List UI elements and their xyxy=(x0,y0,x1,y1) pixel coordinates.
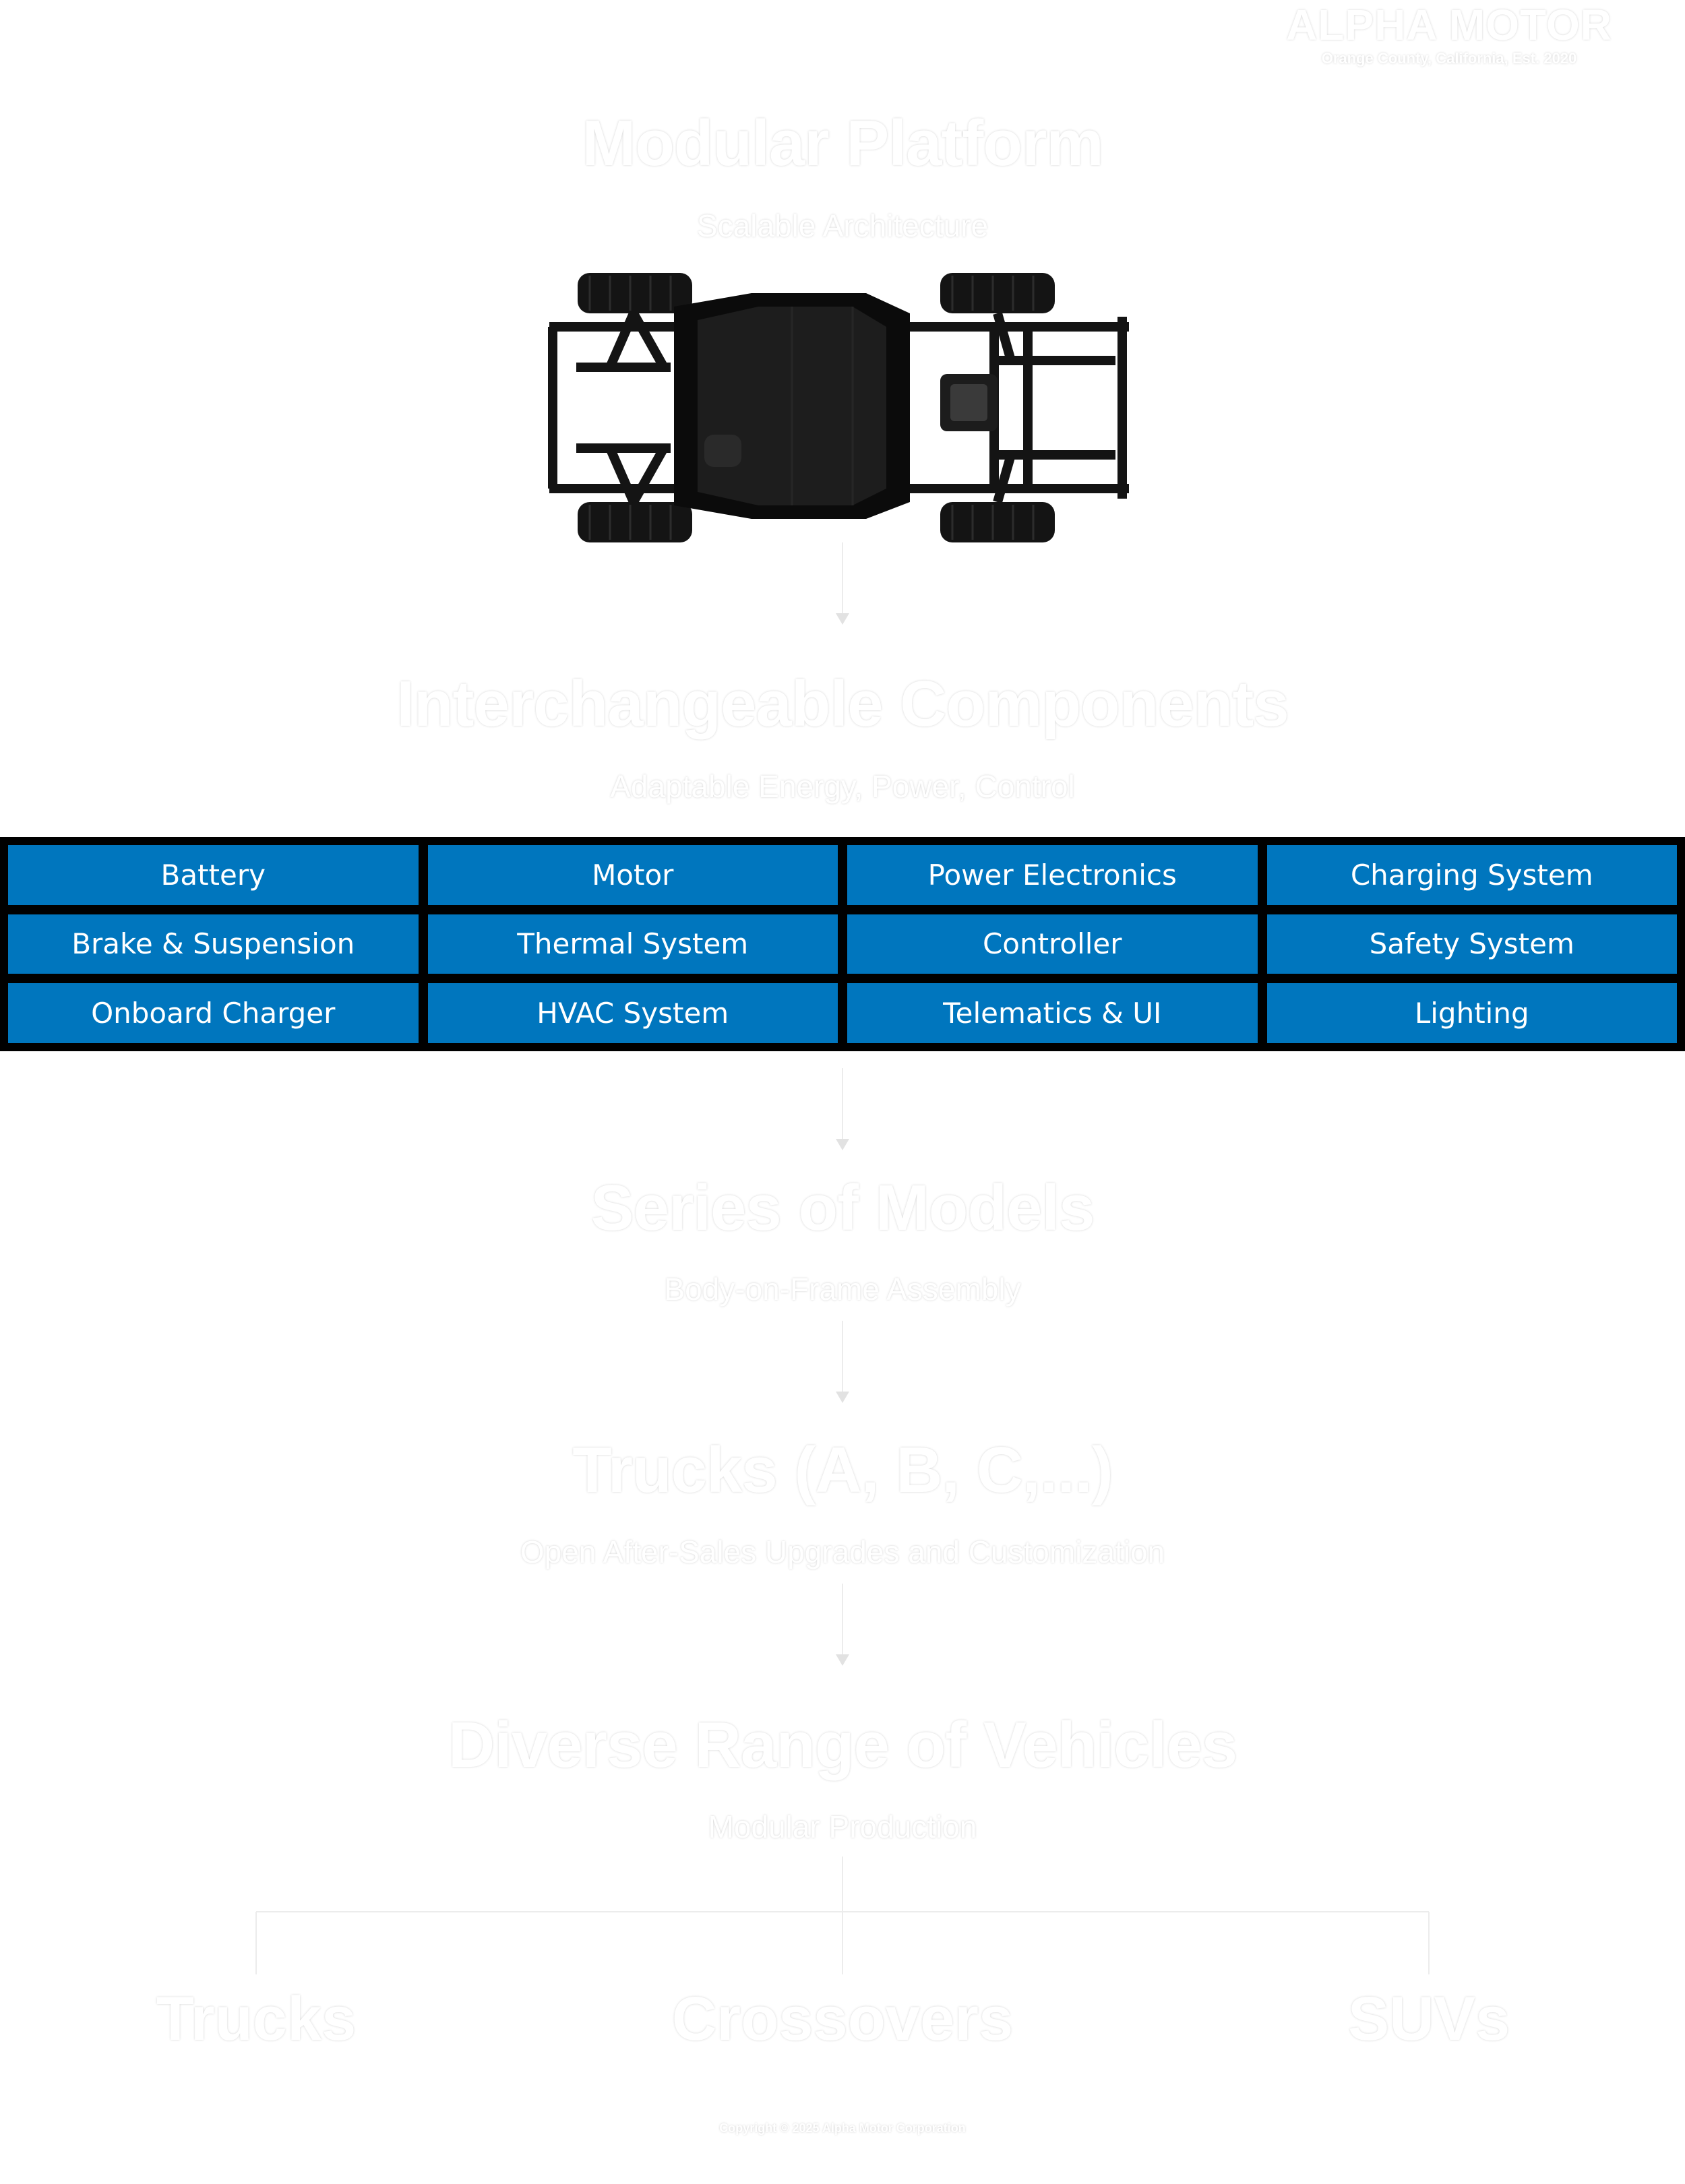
component-cell: Thermal System xyxy=(427,914,838,974)
component-cell: Battery xyxy=(8,845,419,905)
component-cell: Onboard Charger xyxy=(8,983,419,1043)
stage-title-series-of-models: Series of Models xyxy=(590,1172,1095,1244)
component-cell: Lighting xyxy=(1266,983,1677,1043)
stage-subtitle-scalable-architecture: Scalable Architecture xyxy=(696,208,989,243)
stage-title-modular-platform: Modular Platform xyxy=(582,107,1103,179)
brand-tagline: Orange County, California, Est. 2020 xyxy=(1321,50,1577,67)
stage-subtitle-adaptable-energy: Adaptable Energy, Power, Control xyxy=(610,769,1075,804)
arrow-connector xyxy=(836,1584,849,1666)
stage-subtitle-after-sales: Open After-Sales Upgrades and Customizat… xyxy=(520,1534,1165,1569)
branch-crossovers: Crossovers xyxy=(671,1985,1014,2053)
component-cell: Brake & Suspension xyxy=(8,914,419,974)
arrow-connector xyxy=(836,1068,849,1150)
component-cell: HVAC System xyxy=(427,983,838,1043)
copyright-text: Copyright © 2025 Alpha Motor Corporation xyxy=(719,2121,966,2135)
branch-trucks: Trucks xyxy=(156,1985,357,2053)
arrow-connector xyxy=(836,542,849,625)
stage-subtitle-body-on-frame: Body-on-Frame Assembly xyxy=(664,1272,1021,1307)
stage-title-interchangeable-components: Interchangeable Components xyxy=(396,668,1289,740)
stage-title-trucks: Trucks (A, B, C,...) xyxy=(572,1434,1113,1506)
component-cell: Power Electronics xyxy=(847,845,1258,905)
arrow-connector xyxy=(836,1321,849,1403)
component-cell: Charging System xyxy=(1266,845,1677,905)
chassis-image xyxy=(548,273,1129,542)
component-cell: Telematics & UI xyxy=(847,983,1258,1043)
component-cell: Controller xyxy=(847,914,1258,974)
component-cell: Motor xyxy=(427,845,838,905)
stage-title-diverse-range: Diverse Range of Vehicles xyxy=(448,1709,1237,1781)
stage-subtitle-modular-production: Modular Production xyxy=(708,1809,977,1844)
components-grid: Battery Motor Power Electronics Charging… xyxy=(0,837,1685,1051)
branch-connector xyxy=(255,1857,1430,1974)
component-cell: Safety System xyxy=(1266,914,1677,974)
branch-suvs: SUVs xyxy=(1347,1985,1510,2053)
brand-logo-text: ALPHA MOTOR xyxy=(1286,1,1612,49)
